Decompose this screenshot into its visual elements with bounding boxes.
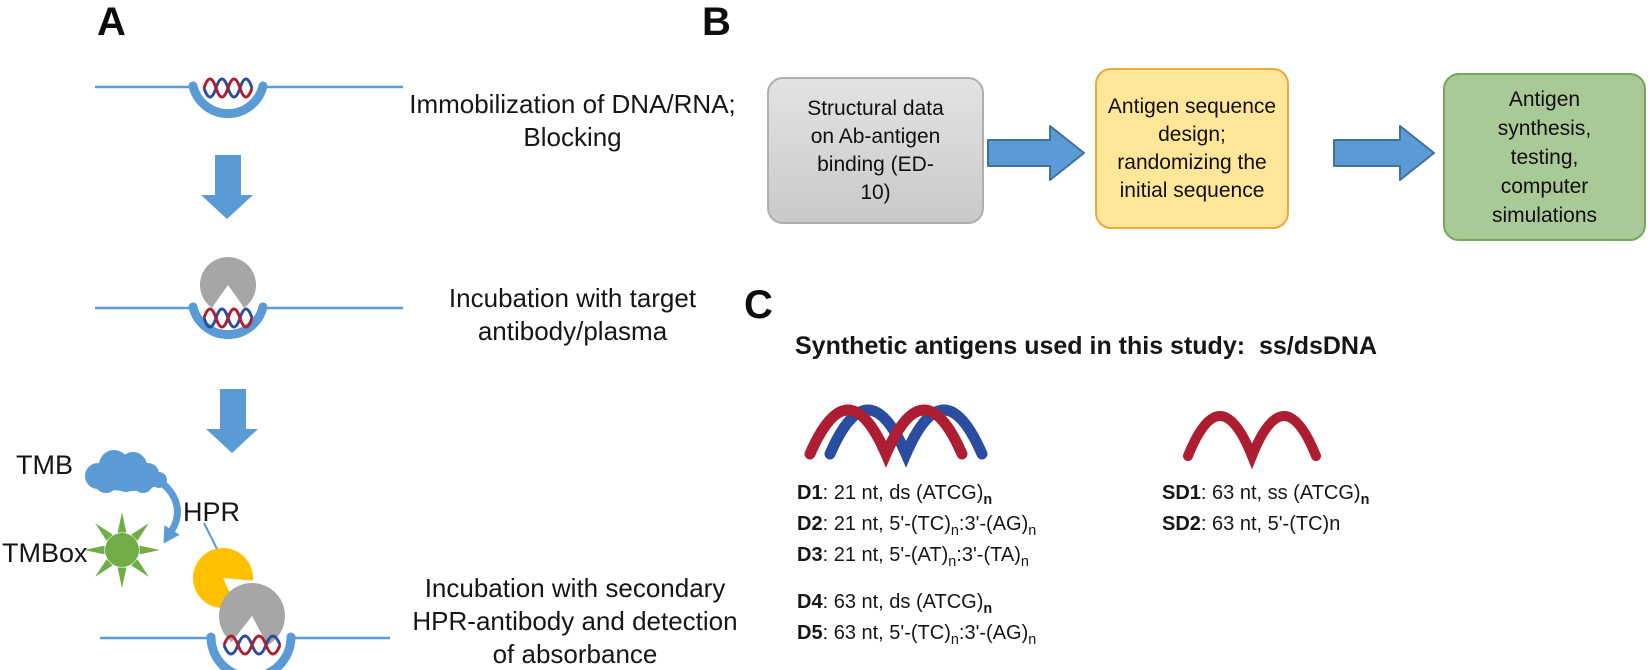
dsdna-helix-icon <box>804 404 988 468</box>
antibody-icon <box>200 256 256 308</box>
tmbox-sun-icon <box>84 512 160 588</box>
antigen-item-d4: D4: 63 nt, ds (ATCG)n <box>797 591 993 617</box>
dna-strand-red-icon <box>202 307 254 329</box>
well-dna-row1-icon <box>95 77 403 119</box>
step-3-text: Incubation with secondary HPR-antibody a… <box>412 573 738 669</box>
dna-strand-red-icon <box>202 77 254 99</box>
arrow-right-icon <box>987 125 1085 181</box>
antibody-icon <box>218 582 285 646</box>
antigen-item-d3: D3: 21 nt, 5'-(AT)n:3'-(TA)n <box>797 544 1029 570</box>
tmbox-label: TMBox <box>2 538 88 568</box>
well-detection-row3-icon <box>100 548 390 670</box>
flow-box-sequence-design: Antigen sequence design; randomizing the… <box>1095 68 1289 229</box>
dna-strand-red-icon <box>222 634 282 656</box>
antigen-label: D5 <box>797 622 823 644</box>
step-2-text: Incubation with target antibody/plasma <box>448 283 697 346</box>
arrow-down-icon <box>206 389 258 453</box>
flow-box-structural-data: Structural data on Ab-antigen binding (E… <box>767 77 984 224</box>
antigen-item-d5: D5: 63 nt, 5'-(TC)n:3'-(AG)n <box>797 622 1037 648</box>
microplate-well-icon <box>188 302 268 340</box>
flow-box-synthesis-testing: Antigen synthesis, testing, computer sim… <box>1443 73 1646 241</box>
antigen-label: D2 <box>797 513 823 535</box>
antigen-item-d2: D2: 21 nt, 5'-(TC)n:3'-(AG)n <box>797 513 1037 539</box>
hpr-enzyme-icon <box>193 548 254 609</box>
step-1-text: Immobilization of DNA/RNA; Blocking <box>409 89 736 152</box>
antigen-desc: : 21 nt, ds (ATCG)n <box>822 482 993 508</box>
antigen-desc: : 21 nt, 5'-(TC)n:3'-(AG)n <box>822 513 1037 539</box>
antigen-desc: : 21 nt, 5'-(AT)n:3'-(TA)n <box>822 544 1029 570</box>
panel-b-label: B <box>702 0 731 44</box>
well-antibody-row2-icon <box>95 256 403 340</box>
antigen-desc: : 63 nt, ds (ATCG)n <box>822 591 993 617</box>
microplate-well-icon <box>188 81 268 119</box>
antigen-desc: : 63 nt, 5'-(TC)n <box>1200 513 1341 535</box>
hpr-label: HPR <box>183 497 241 527</box>
antigen-item-d1: D1: 21 nt, ds (ATCG)n <box>797 482 993 508</box>
panel-c-title: Synthetic antigens used in this study: s… <box>795 332 1378 360</box>
arrow-right-icon <box>1333 125 1435 181</box>
panel-c-label: C <box>744 283 773 327</box>
arrow-down-shape <box>201 155 253 219</box>
helix-strand-red <box>1183 411 1321 470</box>
arrow-down-icon <box>201 155 253 219</box>
microplate-well-icon <box>206 632 296 670</box>
antigen-label: SD1 <box>1162 482 1201 504</box>
antigen-label: D4 <box>797 591 823 613</box>
tmb-label: TMB <box>16 450 73 480</box>
antigen-label: SD2 <box>1162 513 1201 535</box>
antigen-label: D1 <box>797 482 823 504</box>
antigen-desc: : 63 nt, ss (ATCG)n <box>1200 482 1370 508</box>
ssdna-helix-icon <box>1183 411 1321 470</box>
antigen-label: D3 <box>797 544 823 566</box>
arrow-down-shape <box>206 389 258 453</box>
curved-arrow-icon <box>158 479 181 544</box>
antigen-desc: : 63 nt, 5'-(TC)n:3'-(AG)n <box>822 622 1037 648</box>
helix-strand-red <box>804 404 968 468</box>
panel-a-label: A <box>97 0 126 44</box>
antigen-item-sd2: SD2: 63 nt, 5'-(TC)n <box>1162 513 1340 536</box>
tmb-cloud-icon <box>85 450 167 493</box>
antigen-item-sd1: SD1: 63 nt, ss (ATCG)n <box>1162 482 1370 508</box>
